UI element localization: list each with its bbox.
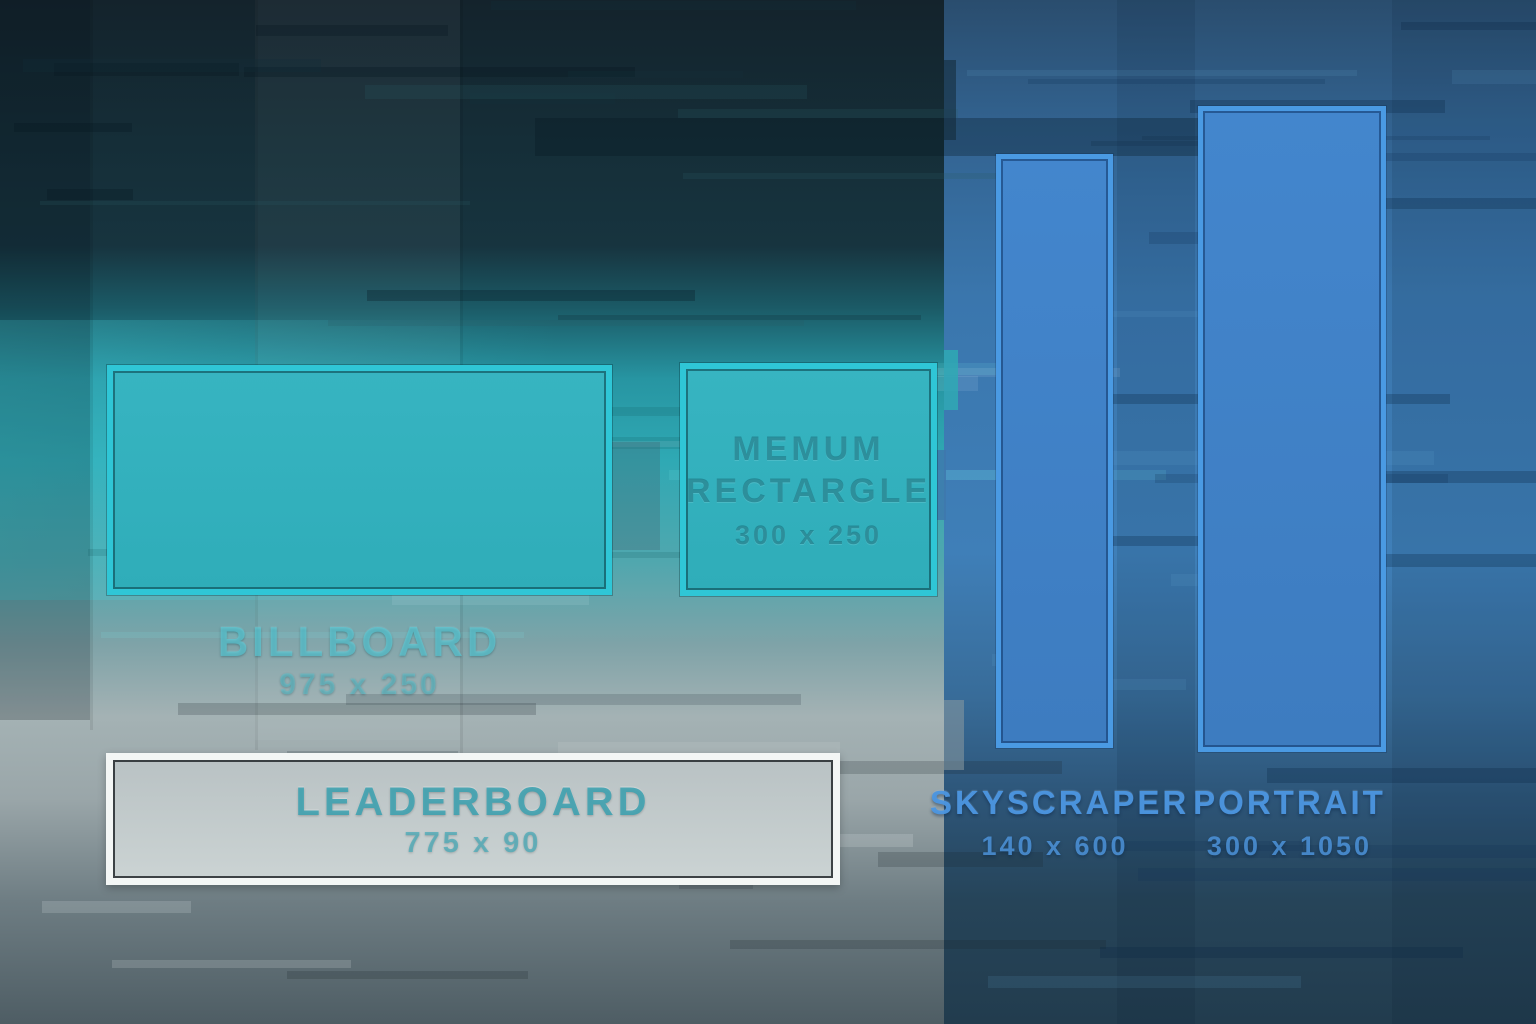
glitch-streak <box>112 960 351 968</box>
glitch-streak <box>944 700 964 770</box>
leaderboard-name-label: LEADERBOARD <box>295 780 651 824</box>
glitch-streak <box>23 59 321 72</box>
glitch-streak <box>1452 70 1536 84</box>
leaderboard-size-label: 775 x 90 <box>404 827 542 859</box>
medium-rectangle-name-line2: RECTARGLE <box>685 472 932 510</box>
glitch-streak <box>47 189 133 200</box>
billboard-box <box>107 365 612 595</box>
glitch-streak <box>14 123 132 132</box>
medium-rectangle-box <box>680 363 937 596</box>
glitch-streak <box>1138 868 1536 881</box>
glitch-streak <box>558 315 921 320</box>
glitch-streak <box>470 93 615 104</box>
skyscraper-size-label: 140 x 600 <box>981 831 1129 861</box>
glitch-streak <box>944 350 958 410</box>
portrait-size-label: 300 x 1050 <box>1206 831 1373 861</box>
glitch-streak <box>1267 768 1536 783</box>
glitch-streak <box>54 63 239 76</box>
glitch-streak <box>90 0 93 730</box>
glitch-streak <box>328 320 804 326</box>
glitch-streak <box>1100 947 1463 958</box>
glitch-streak <box>287 971 528 979</box>
skyscraper-name-label: SKYSCRAPER <box>930 784 1190 821</box>
glitch-streak <box>491 1 856 10</box>
glitch-streak <box>244 67 635 77</box>
medium-rectangle-name-line1: MEMUM <box>732 430 885 468</box>
glitch-streak <box>1401 22 1536 30</box>
glitch-streak <box>678 109 958 118</box>
portrait-box <box>1198 106 1386 752</box>
right-gap-shade <box>1117 0 1195 1024</box>
glitch-streak <box>988 976 1301 988</box>
glitch-streak <box>967 70 1357 76</box>
glitch-streak <box>178 703 536 715</box>
medium-rectangle-size-label: 300 x 250 <box>734 520 883 550</box>
billboard-name-label: BILLBOARD <box>217 618 502 665</box>
glitch-streak <box>535 118 1295 156</box>
glitch-streak <box>42 901 191 913</box>
glitch-streak <box>1028 79 1325 84</box>
far-right-shade <box>1392 0 1536 1024</box>
glitch-streak <box>1373 153 1536 161</box>
left-column-shade <box>0 0 90 720</box>
glitch-streak <box>256 25 448 36</box>
skyscraper-box <box>996 154 1113 748</box>
portrait-name-label: PORTRAIT <box>1193 784 1386 821</box>
leaderboard-box <box>106 753 840 885</box>
glitch-streak <box>944 60 956 140</box>
billboard-size-label: 975 x 250 <box>279 668 440 701</box>
glitch-streak <box>367 290 695 301</box>
glitch-streak <box>568 71 743 78</box>
glitch-streak <box>365 85 807 99</box>
glitch-streak <box>40 201 470 205</box>
glitch-streak <box>730 940 1106 949</box>
